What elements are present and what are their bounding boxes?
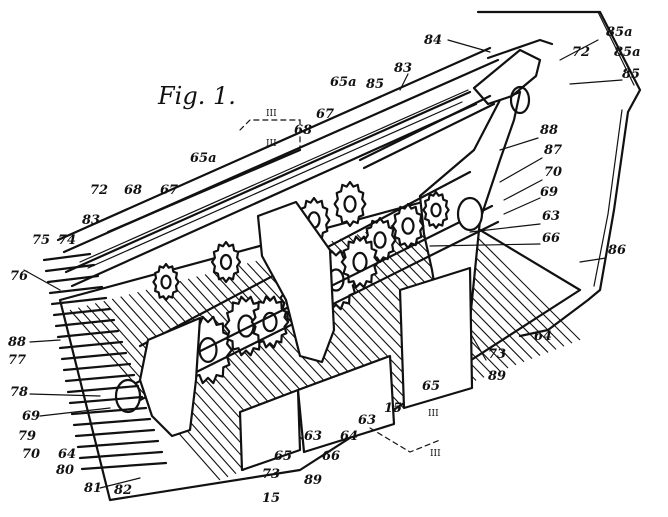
ref-label: 85a bbox=[606, 25, 633, 40]
ref-label: 67 bbox=[316, 107, 334, 122]
hatch-line bbox=[66, 384, 140, 394]
section-mark: III bbox=[428, 409, 439, 419]
hatch-line bbox=[76, 439, 160, 449]
leader-lines bbox=[23, 39, 623, 489]
ref-label: 63 bbox=[358, 413, 376, 428]
ref-label: 85 bbox=[366, 77, 384, 92]
hatch-line bbox=[68, 395, 144, 405]
ref-label: 82 bbox=[114, 483, 132, 498]
hatch-line bbox=[56, 329, 120, 339]
ref-label: 85 bbox=[622, 67, 640, 82]
ref-label: 66 bbox=[322, 449, 340, 464]
hatch-line bbox=[46, 274, 100, 284]
hatch-line bbox=[48, 285, 104, 295]
ref-label: 65a bbox=[190, 151, 217, 166]
ref-label: 88 bbox=[8, 335, 26, 350]
arm-85 bbox=[358, 94, 496, 170]
gear bbox=[210, 240, 242, 284]
ref-label: 85a bbox=[614, 45, 641, 60]
gear bbox=[340, 235, 380, 289]
ref-label: 65a bbox=[330, 75, 357, 90]
ref-label: 69 bbox=[540, 185, 558, 200]
hatch-line bbox=[62, 362, 132, 372]
ref-label: 65 bbox=[422, 379, 440, 394]
ref-label: 89 bbox=[488, 369, 506, 384]
hatch-line bbox=[72, 417, 152, 427]
ref-label: 63 bbox=[304, 429, 322, 444]
slide-plates bbox=[238, 266, 474, 472]
hatch-line bbox=[50, 296, 108, 306]
ref-label: 86 bbox=[608, 243, 626, 258]
ref-label: 70 bbox=[22, 447, 40, 462]
ref-label: 68 bbox=[294, 123, 312, 138]
gear bbox=[333, 180, 367, 228]
gear bbox=[250, 295, 290, 349]
ref-label: 69 bbox=[22, 409, 40, 424]
hatch-line bbox=[54, 318, 116, 328]
ref-label: 76 bbox=[10, 269, 28, 284]
ref-label: 64 bbox=[58, 447, 76, 462]
cam-plates bbox=[138, 200, 336, 438]
ref-label: 79 bbox=[18, 429, 36, 444]
reference-labels: 84 85a 72 85a 85 83 65a 85 67 68 88 87 7… bbox=[8, 25, 641, 506]
ref-label: 84 bbox=[424, 33, 442, 48]
section-lines: III III III III bbox=[239, 109, 441, 459]
ref-label: 88 bbox=[540, 123, 558, 138]
ref-label: 80 bbox=[56, 463, 74, 478]
ref-label: 73 bbox=[488, 347, 506, 362]
hatch-line bbox=[64, 373, 136, 383]
upper-rods bbox=[56, 38, 554, 288]
hatch-line bbox=[44, 263, 96, 273]
hatch-line bbox=[52, 307, 112, 317]
ref-label: 75 bbox=[32, 233, 50, 248]
hatch-line bbox=[78, 450, 164, 460]
ref-label: 15 bbox=[384, 401, 402, 416]
side-plate bbox=[476, 10, 642, 338]
ref-label: 64 bbox=[340, 429, 358, 444]
section-mark: III bbox=[430, 449, 441, 459]
ref-label: 65 bbox=[274, 449, 292, 464]
ref-label: 63 bbox=[542, 209, 560, 224]
ref-label: 70 bbox=[544, 165, 562, 180]
ref-label: 87 bbox=[544, 143, 562, 158]
ref-label: 78 bbox=[10, 385, 28, 400]
gear bbox=[152, 262, 180, 302]
ref-label: 72 bbox=[572, 45, 590, 60]
section-mark: III bbox=[266, 139, 277, 149]
figure-title: Fig. 1. bbox=[157, 82, 236, 110]
ref-label: 81 bbox=[84, 481, 102, 496]
ref-label: 73 bbox=[262, 467, 280, 482]
hatch-line bbox=[60, 351, 128, 361]
ref-label: 67 bbox=[160, 183, 178, 198]
ref-label: 15 bbox=[262, 491, 280, 506]
ref-label: 64 bbox=[534, 329, 552, 344]
hatch-line bbox=[80, 461, 168, 471]
comb-teeth bbox=[42, 252, 168, 471]
ref-label: 68 bbox=[124, 183, 142, 198]
ref-label: 83 bbox=[394, 61, 412, 76]
ref-label: 66 bbox=[542, 231, 560, 246]
hatch-line bbox=[70, 406, 148, 416]
ref-label: 72 bbox=[90, 183, 108, 198]
ref-label: 89 bbox=[304, 473, 322, 488]
section-mark: III bbox=[266, 109, 277, 119]
ref-label: 77 bbox=[8, 353, 26, 368]
hatch-line bbox=[58, 340, 124, 350]
hatch-line bbox=[42, 252, 92, 262]
gear bbox=[422, 190, 450, 230]
ref-label: 74 bbox=[58, 233, 76, 248]
ref-label: 83 bbox=[82, 213, 100, 228]
hatch-line bbox=[74, 428, 156, 438]
